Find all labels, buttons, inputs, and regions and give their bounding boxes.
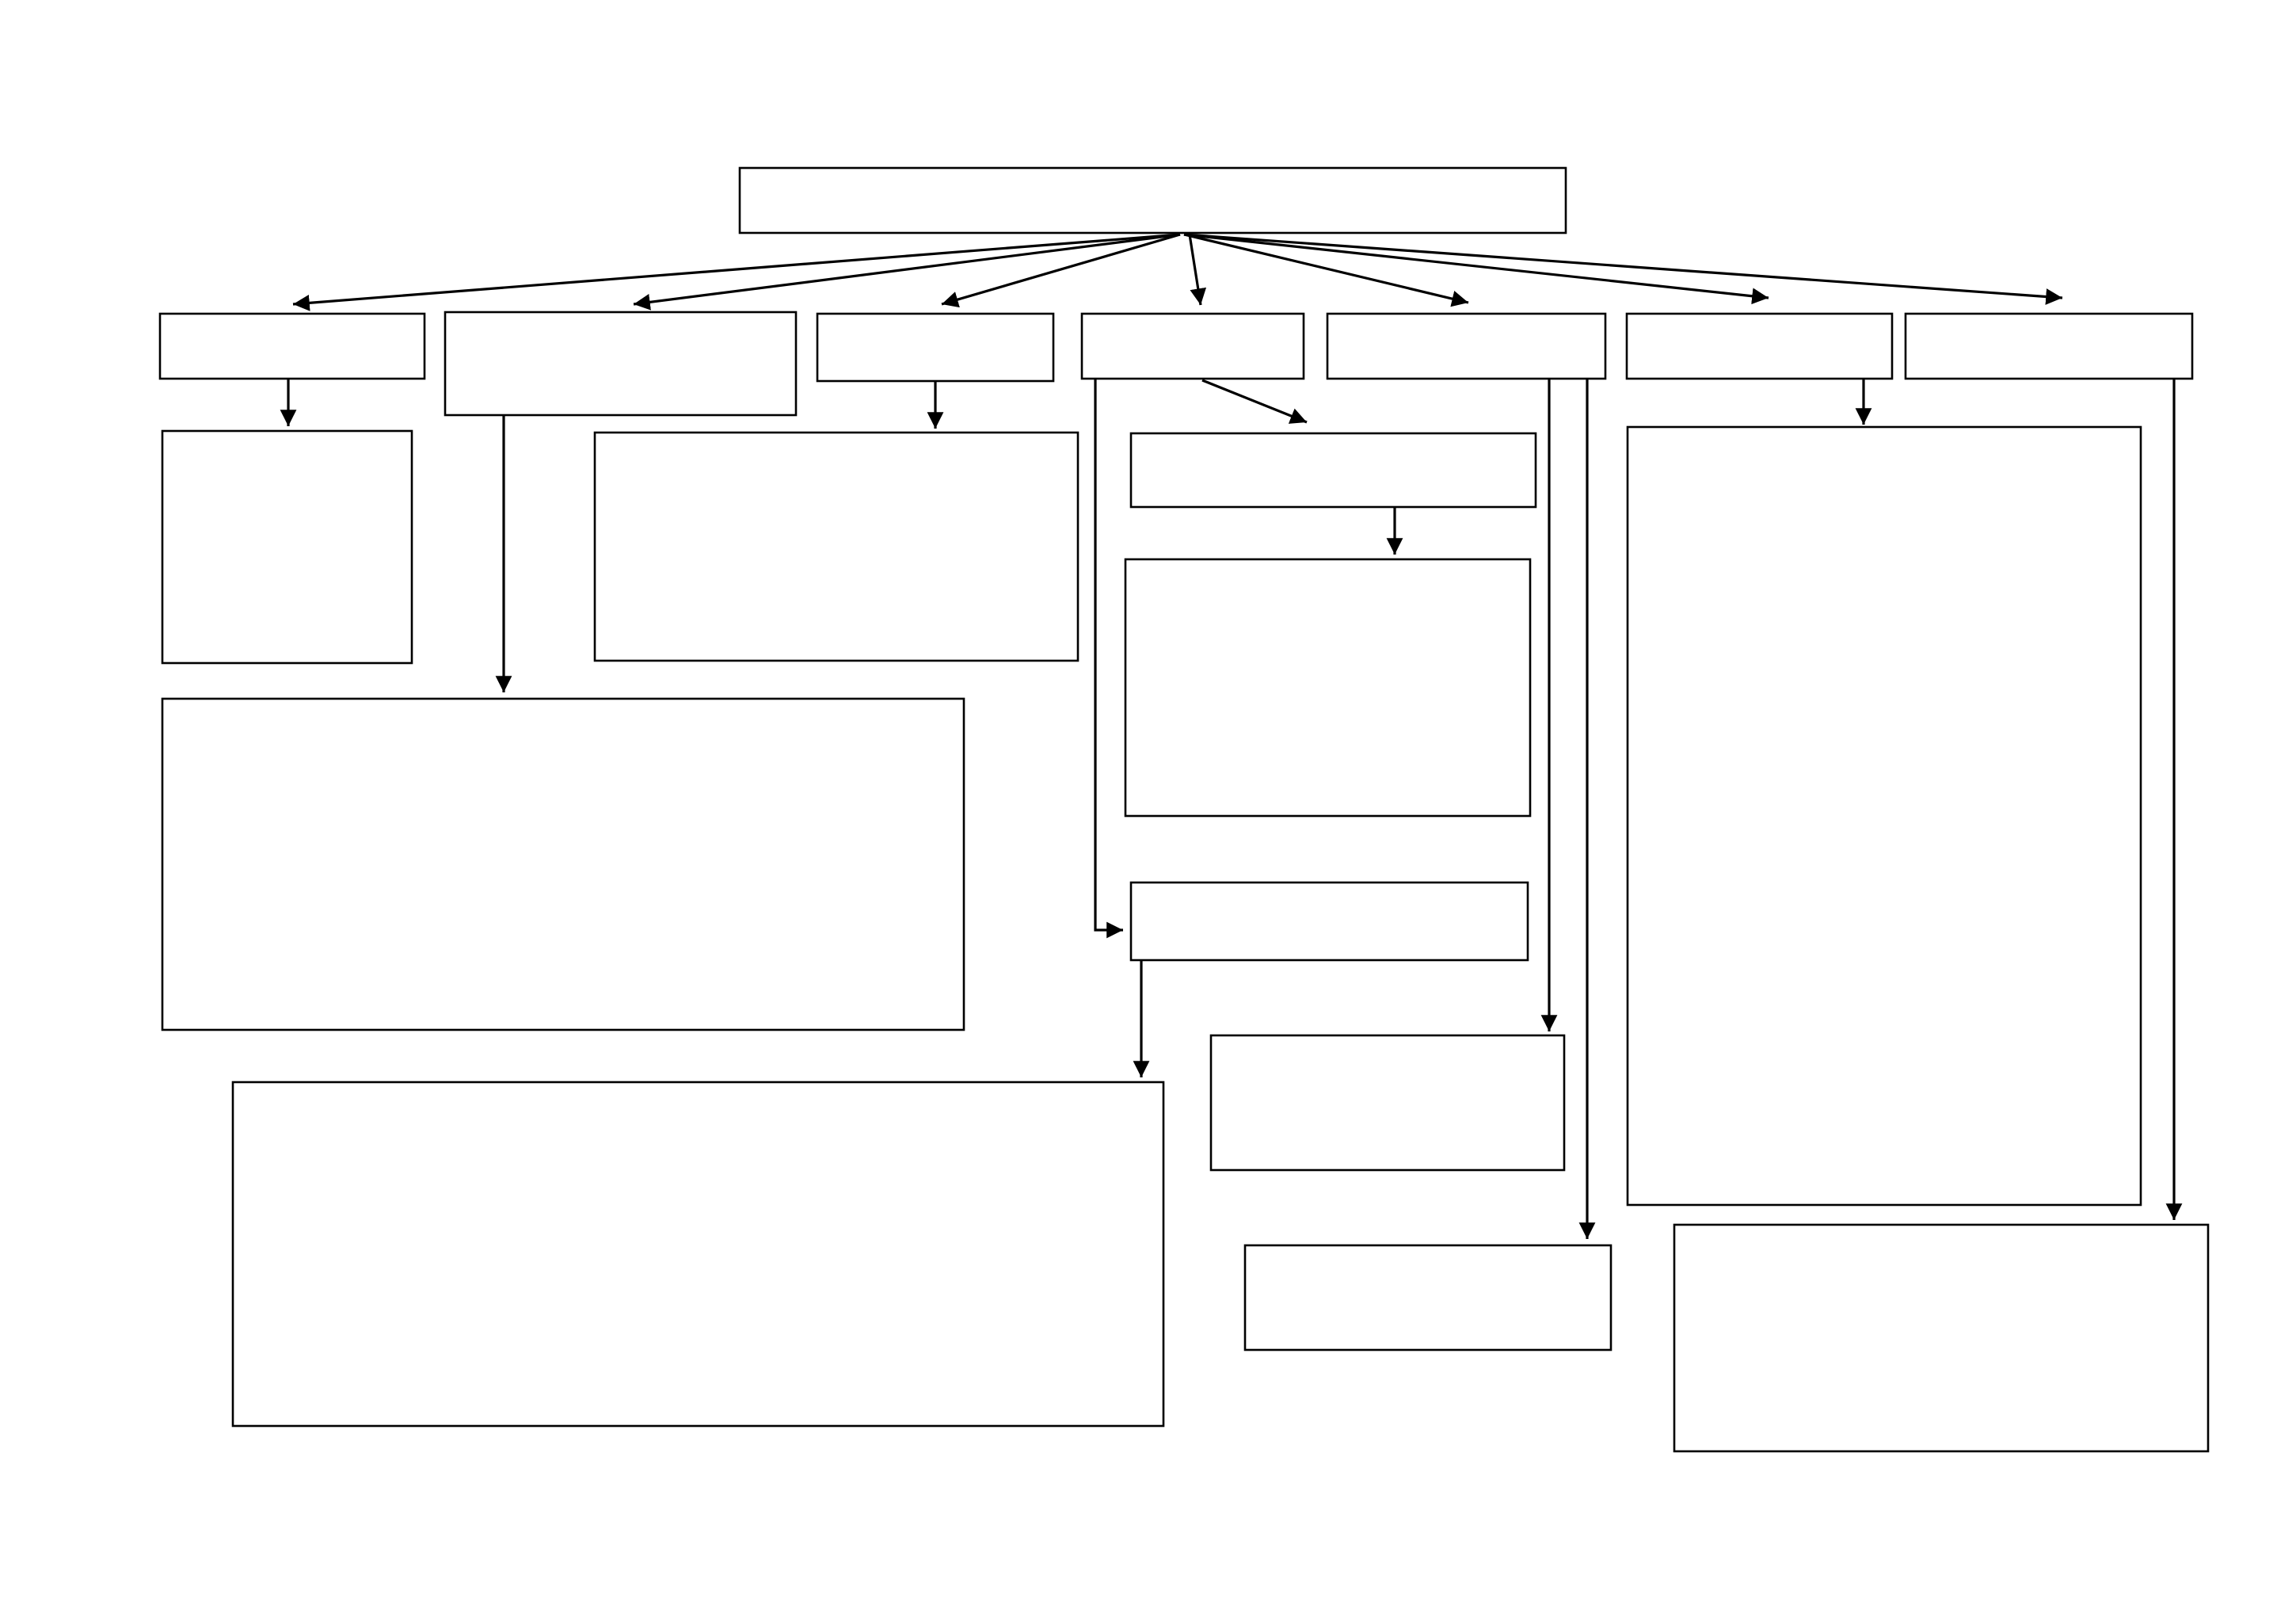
connector-root-to-level1-5 (1183, 233, 1469, 307)
box-5-b (1243, 1244, 1613, 1351)
box-1-a (161, 429, 413, 665)
connector-root-to-level1-2 (633, 233, 1181, 311)
box-2-a (161, 697, 965, 1031)
connector-root-to-level1-3 (941, 233, 1181, 308)
level1-box-2 (444, 311, 798, 417)
level1-box-7 (1904, 312, 2194, 380)
connector-root-to-level1-4 (1188, 234, 1207, 306)
box-5-a (1209, 1034, 1566, 1172)
connector-root-to-level1-1 (292, 233, 1181, 311)
level1-box-3 (816, 312, 1055, 383)
box-6-a (1626, 425, 2142, 1207)
level1-box-5 (1326, 312, 1607, 380)
connector-4-to-4c (1094, 379, 1123, 939)
connector-root-to-level1-6 (1183, 233, 1769, 305)
level1-box-1 (158, 312, 426, 380)
box-4-b (1124, 558, 1532, 818)
level1-box-6 (1625, 312, 1894, 380)
box-4-a (1129, 432, 1537, 509)
box-4-c (1129, 881, 1529, 962)
root-box (738, 166, 1567, 234)
box-3-a (593, 431, 1079, 662)
connector-root-to-level1-7 (1183, 233, 2063, 305)
box-4-d (231, 1081, 1165, 1428)
connector-4-to-4a (1201, 379, 1308, 424)
level1-box-4 (1080, 312, 1305, 380)
box-7-a (1673, 1223, 2210, 1453)
